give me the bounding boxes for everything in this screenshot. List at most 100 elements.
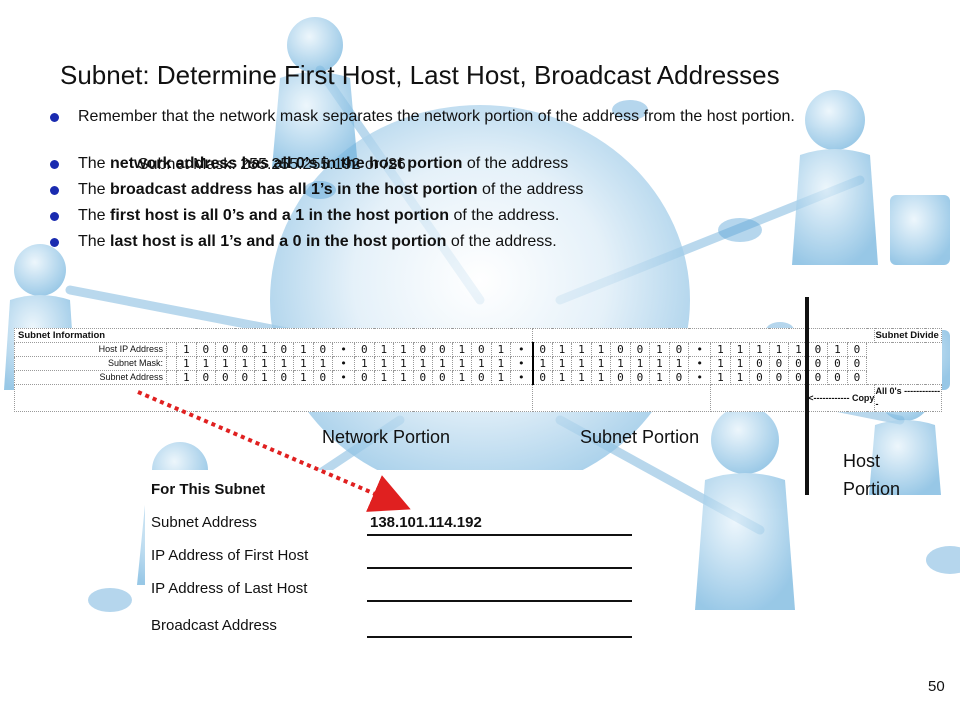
bit-cell: 1: [590, 370, 612, 385]
bit-cell: 1: [729, 342, 751, 357]
bit-cell: 0: [610, 370, 631, 385]
octet-separator: •: [688, 370, 712, 385]
bit-cell: 1: [293, 342, 314, 357]
bit-cell: 0: [273, 342, 294, 357]
bullet-item: The last host is all 1’s and a 0 in the …: [48, 233, 908, 250]
copy-label: <------------ Copy: [710, 384, 876, 412]
bit-cell: 1: [393, 356, 414, 371]
bit-cell: 0: [668, 342, 690, 357]
bullet-dot-icon: [50, 212, 59, 221]
bit-cell: 1: [293, 356, 314, 371]
bit-cell: 1: [710, 342, 731, 357]
subnet-worksheet: For This Subnet Subnet Address 138.101.1…: [145, 470, 632, 653]
bit-cell: 0: [195, 342, 216, 357]
host-portion-label-line2: Portion: [843, 479, 901, 499]
bit-cell: 0: [768, 356, 790, 371]
worksheet-answer-line: [367, 600, 632, 602]
bit-cell: 1: [749, 342, 770, 357]
all-zeros-label: All 0's -------------: [874, 384, 942, 412]
bullet-text: The: [78, 233, 111, 250]
bit-cell: 0: [354, 370, 375, 385]
bullet-text: The: [78, 181, 111, 198]
bit-cell: 1: [729, 356, 751, 371]
bit-cell: 1: [710, 356, 731, 371]
bit-cell: 0: [432, 342, 453, 357]
bit-cell: 0: [531, 342, 553, 357]
bit-cell: 1: [590, 356, 612, 371]
bit-cell: 1: [649, 356, 670, 371]
bit-cell: 1: [490, 370, 511, 385]
bit-cell: 0: [749, 370, 770, 385]
bullet-dot-icon: [50, 113, 59, 122]
octet-separator: •: [688, 342, 712, 357]
worksheet-row-label: IP Address of First Host: [151, 547, 309, 564]
host-portion-divider: [805, 297, 809, 495]
bullet-emphasis: last host is all 1’s and a 0 in the host…: [110, 233, 447, 250]
bullet-text: The: [78, 207, 111, 224]
bit-cell: 0: [471, 342, 492, 357]
bit-cell: 1: [254, 370, 275, 385]
bit-cell: 1: [273, 356, 294, 371]
octet-separator: •: [332, 342, 355, 357]
bit-cell: 1: [373, 370, 394, 385]
bullet-text: of the address.: [446, 233, 557, 250]
bit-cell: 1: [629, 356, 651, 371]
bullet-text: of the address: [477, 181, 584, 198]
bullet-item: Remember that the network mask separates…: [48, 108, 908, 125]
bit-cell: 1: [293, 370, 314, 385]
octet-separator: •: [332, 356, 355, 371]
bit-cell: 1: [551, 342, 573, 357]
worksheet-answer-line: [367, 534, 632, 536]
table-cell: [166, 342, 177, 357]
bit-cell: 0: [807, 370, 829, 385]
bit-cell: 1: [649, 370, 670, 385]
bit-cell: 1: [451, 356, 472, 371]
bit-cell: 1: [729, 370, 751, 385]
bit-cell: 1: [571, 370, 592, 385]
bit-cell: 0: [312, 342, 333, 357]
bullet-item: The broadcast address has all 1’s in the…: [48, 181, 908, 198]
bit-cell: 0: [234, 342, 255, 357]
worksheet-heading: For This Subnet: [151, 481, 266, 498]
bit-cell: 0: [234, 370, 255, 385]
bit-cell: 1: [215, 356, 236, 371]
bit-cell: 1: [710, 370, 731, 385]
bit-cell: 0: [807, 356, 829, 371]
bullet-emphasis: network address has all 0’s in the host …: [110, 155, 463, 172]
row-label: Subnet Address: [14, 370, 167, 385]
bit-cell: 1: [254, 356, 275, 371]
bit-cell: 1: [393, 370, 414, 385]
bit-cell: 1: [312, 356, 333, 371]
bit-cell: 1: [393, 342, 414, 357]
network-portion-label: Network Portion: [322, 427, 451, 447]
bit-cell: 0: [215, 370, 236, 385]
octet-separator: •: [688, 356, 712, 371]
bit-cell: 1: [490, 356, 511, 371]
subnet-divide-label: Subnet Divide: [874, 328, 942, 343]
slide-title: Subnet: Determine First Host, Last Host,…: [60, 60, 780, 90]
row-label: Subnet Mask:: [14, 356, 167, 371]
bit-cell: 0: [471, 370, 492, 385]
bit-cell: 0: [412, 370, 433, 385]
bullet-item: The network address has all 0’s in the h…: [48, 155, 908, 172]
bit-cell: 0: [807, 342, 829, 357]
bullet-text: Remember that the network mask separates…: [78, 108, 795, 125]
subnet-portion-label: Subnet Portion: [580, 427, 700, 447]
bit-cell: 1: [451, 370, 472, 385]
bit-cell: 0: [768, 370, 790, 385]
page-number: 50: [928, 678, 945, 695]
bit-cell: 0: [215, 342, 236, 357]
bit-cell: 1: [373, 356, 394, 371]
bit-cell: 0: [531, 370, 553, 385]
bit-cell: 1: [412, 356, 433, 371]
table-cell: [532, 328, 876, 343]
subnet-mask-line: Subnet Mask: 255.255.255.192 or /26: [138, 156, 406, 173]
bit-cell: 1: [768, 342, 790, 357]
bit-cell: 0: [749, 356, 770, 371]
bit-cell: 0: [432, 370, 453, 385]
bit-cell: 1: [610, 356, 631, 371]
octet-separator: •: [509, 370, 534, 385]
bit-cell: 1: [373, 342, 394, 357]
bit-cell: 0: [195, 370, 216, 385]
